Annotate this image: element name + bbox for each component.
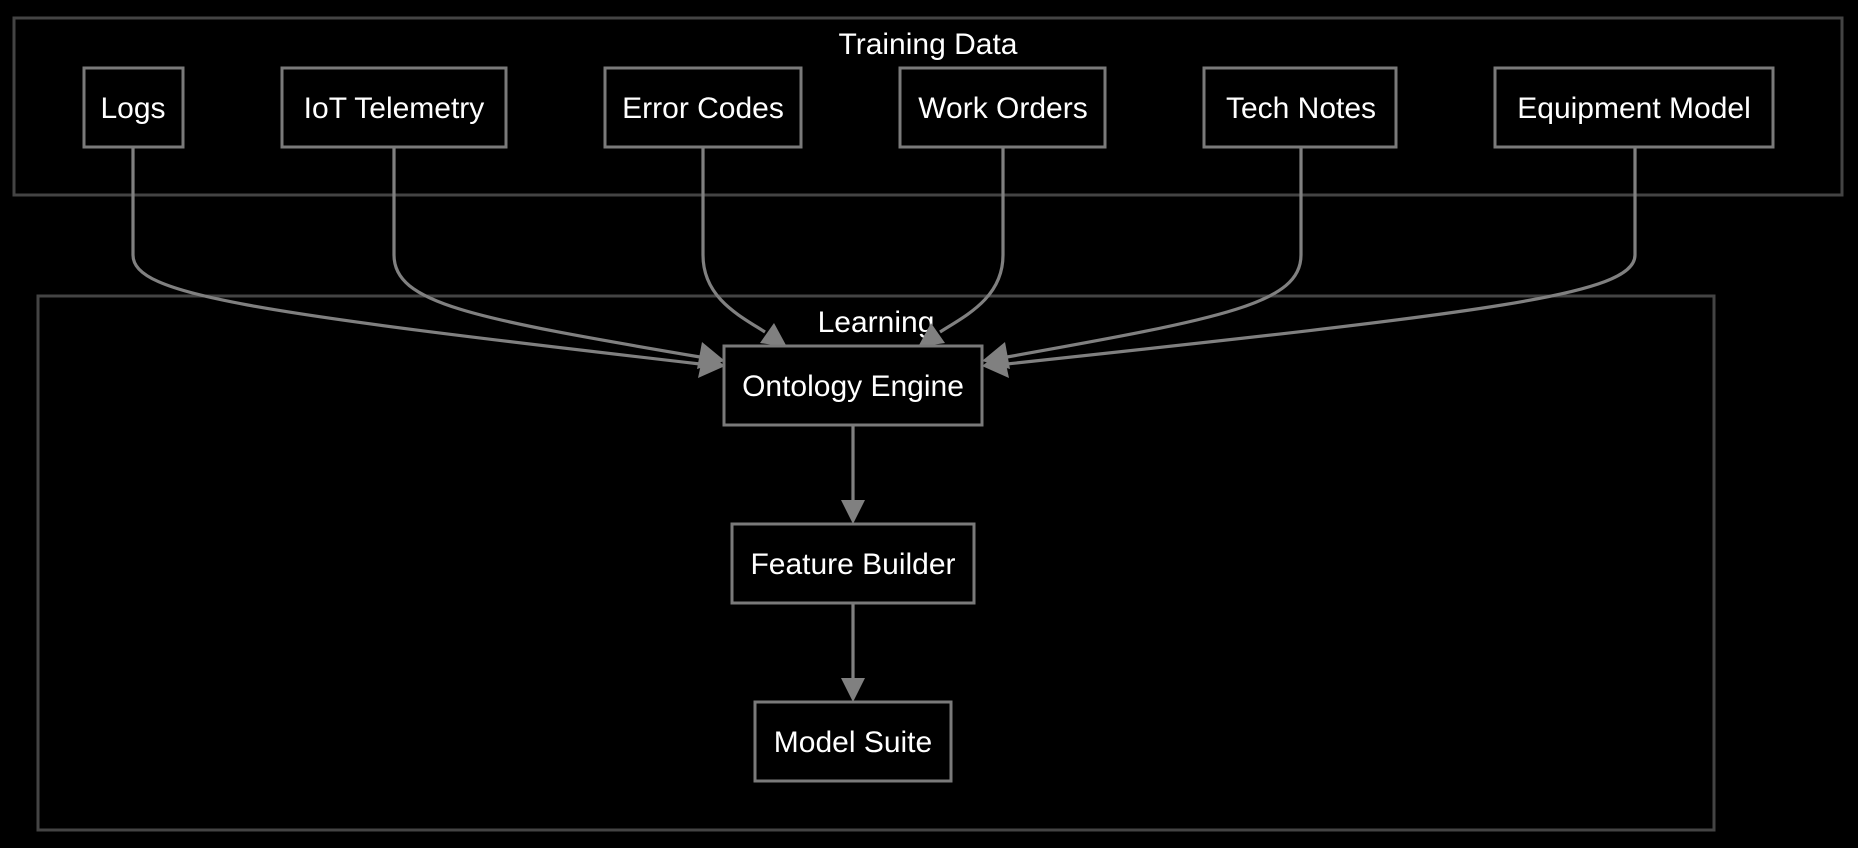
edge-logs-to-ontology	[131, 147, 701, 366]
node-iot-telemetry-label: IoT Telemetry	[304, 92, 485, 125]
node-error-codes-label: Error Codes	[622, 92, 784, 125]
node-feature-builder[interactable]: Feature Builder	[730, 522, 976, 605]
node-work-orders-label: Work Orders	[918, 92, 1087, 125]
node-ontology-engine-box[interactable]	[722, 344, 984, 427]
arrowhead-model	[841, 678, 865, 702]
arrowhead-equipment	[982, 350, 1009, 378]
edge-workorders-to-ontology	[939, 147, 1005, 334]
node-tech-notes-box[interactable]	[1202, 66, 1398, 149]
cluster-training-data: Training Data	[12, 16, 1844, 197]
edge-errors-to-ontology	[701, 147, 766, 334]
edge-equipment-to-ontology	[1006, 147, 1637, 366]
cluster-learning: Learning	[36, 294, 1716, 832]
cluster-training-data-label: Training Data	[839, 28, 1018, 61]
node-model-suite[interactable]: Model Suite	[753, 700, 953, 783]
node-work-orders[interactable]: Work Orders	[898, 66, 1107, 149]
node-error-codes[interactable]: Error Codes	[603, 66, 803, 149]
node-model-suite-box[interactable]	[753, 700, 953, 783]
node-tech-notes-label: Tech Notes	[1226, 92, 1376, 125]
node-logs-box[interactable]	[82, 66, 185, 149]
node-tech-notes[interactable]: Tech Notes	[1202, 66, 1398, 149]
edges	[131, 147, 1637, 702]
node-logs[interactable]: Logs	[82, 66, 185, 149]
node-equipment-model-box[interactable]	[1493, 66, 1775, 149]
cluster-learning-border	[36, 294, 1716, 832]
cluster-learning-label: Learning	[818, 306, 935, 339]
arrowhead-workorders	[918, 323, 945, 347]
node-equipment-model-label: Equipment Model	[1517, 92, 1750, 125]
node-feature-builder-box[interactable]	[730, 522, 976, 605]
node-work-orders-box[interactable]	[898, 66, 1107, 149]
edge-technotes-to-ontology	[1006, 147, 1303, 359]
arrowhead-iot	[697, 342, 725, 369]
edge-iot-to-ontology	[392, 147, 701, 359]
node-feature-builder-label: Feature Builder	[750, 548, 955, 581]
cluster-training-data-border	[12, 16, 1844, 197]
node-iot-telemetry[interactable]: IoT Telemetry	[280, 66, 508, 149]
node-iot-telemetry-box[interactable]	[280, 66, 508, 149]
node-equipment-model[interactable]: Equipment Model	[1493, 66, 1775, 149]
node-error-codes-box[interactable]	[603, 66, 803, 149]
node-model-suite-label: Model Suite	[774, 726, 932, 759]
node-logs-label: Logs	[100, 92, 165, 125]
node-ontology-engine-label: Ontology Engine	[742, 370, 964, 403]
arrowhead-feature	[841, 500, 865, 524]
arrowhead-errors	[760, 323, 787, 347]
node-ontology-engine[interactable]: Ontology Engine	[722, 344, 984, 427]
